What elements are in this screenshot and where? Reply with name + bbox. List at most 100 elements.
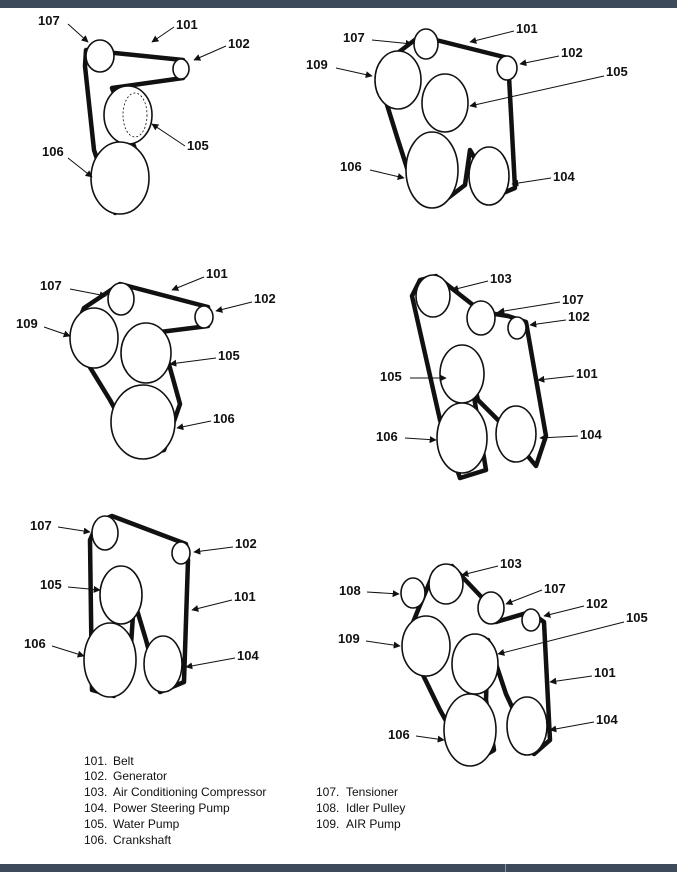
label-106: 106	[388, 727, 410, 742]
label-102: 102	[561, 45, 583, 60]
leader-102: 102	[529, 309, 590, 328]
label-105: 105	[380, 369, 402, 384]
leader-106: 106	[176, 411, 235, 431]
legend-text: Crankshaft	[113, 833, 172, 847]
label-102: 102	[235, 536, 257, 551]
leader-106: 106	[376, 429, 437, 444]
pulley-104	[143, 635, 183, 693]
pulley-106	[443, 693, 497, 767]
leader-105: 105	[169, 348, 240, 367]
leader-101: 101	[151, 17, 198, 43]
label-104: 104	[553, 169, 575, 184]
label-104: 104	[580, 427, 602, 442]
pulley-102	[194, 305, 214, 329]
pulley-106	[405, 131, 459, 209]
leader-101: 101	[191, 589, 256, 612]
leader-107: 107	[343, 30, 413, 47]
pulley-104	[506, 696, 548, 756]
legend-right-column: 107. Tensioner 108. Idler Pulley 109. AI…	[316, 785, 405, 831]
leader-106: 106	[42, 144, 93, 178]
pulley-102	[507, 316, 527, 340]
legend-text: Tensioner	[346, 785, 398, 799]
label-101: 101	[576, 366, 598, 381]
label-105: 105	[626, 610, 648, 625]
pulley-106	[90, 141, 150, 215]
pulley-106	[83, 622, 137, 698]
pulley-104	[468, 146, 510, 206]
leader-105: 105	[469, 64, 628, 109]
label-108: 108	[339, 583, 361, 598]
legend-num: 106.	[84, 833, 107, 847]
pulley-107	[91, 515, 119, 551]
panel-2: 107 101 109 102 105 106 104	[306, 21, 628, 209]
leader-101: 101	[537, 366, 598, 383]
label-107: 107	[30, 518, 52, 533]
leader-105: 105	[40, 577, 101, 593]
leader-107: 107	[497, 292, 584, 315]
pulley-109	[401, 615, 451, 677]
pulley-109	[69, 307, 119, 369]
leader-106: 106	[24, 636, 85, 658]
pulley-103	[428, 563, 464, 605]
leader-107: 107	[30, 518, 91, 535]
belt	[69, 281, 211, 458]
label-104: 104	[237, 648, 259, 663]
legend-num: 104.	[84, 801, 107, 815]
legend-num: 109.	[316, 817, 339, 831]
leader-102: 102	[193, 536, 257, 555]
legend-text: Air Conditioning Compressor	[113, 785, 266, 799]
pulley-105	[99, 565, 143, 625]
panel-6: 103 108 107 102 105 109 101 106 104	[338, 556, 648, 767]
legend: 101. Belt 102. Generator 103. Air Condit…	[84, 754, 405, 847]
pulley-105	[439, 344, 485, 404]
leader-104: 104	[511, 169, 575, 187]
label-105: 105	[606, 64, 628, 79]
label-109: 109	[338, 631, 360, 646]
leader-105: 105	[151, 123, 209, 153]
bottom-frame-bar	[0, 864, 677, 872]
label-106: 106	[213, 411, 235, 426]
leader-102: 102	[193, 36, 250, 61]
label-109: 109	[306, 57, 328, 72]
leader-101: 101	[171, 266, 228, 291]
pulley-106	[436, 402, 488, 474]
top-frame-bar	[0, 0, 677, 8]
label-107: 107	[40, 278, 62, 293]
legend-text: AIR Pump	[346, 817, 401, 831]
pulley-104	[495, 405, 537, 463]
pulley-107	[107, 282, 135, 316]
leader-109: 109	[16, 316, 71, 338]
legend-num: 103.	[84, 785, 107, 799]
pulley-107	[466, 300, 496, 336]
label-102: 102	[568, 309, 590, 324]
legend-text: Power Steering Pump	[113, 801, 230, 815]
leader-107: 107	[505, 581, 566, 605]
legend-num: 107.	[316, 785, 339, 799]
legend-num: 101.	[84, 754, 107, 768]
label-104: 104	[596, 712, 618, 727]
label-102: 102	[586, 596, 608, 611]
leader-102: 102	[543, 596, 608, 618]
legend-num: 105.	[84, 817, 107, 831]
pulley-105	[120, 322, 172, 384]
panel-5: 107 102 105 101 106 104	[24, 513, 259, 699]
label-106: 106	[376, 429, 398, 444]
leader-102: 102	[215, 291, 276, 313]
pulley-107	[477, 591, 505, 625]
panel-4: 103 107 102 101 105 106 104	[376, 271, 602, 481]
leader-105: 105	[497, 610, 648, 656]
label-107: 107	[343, 30, 365, 45]
hub	[122, 92, 148, 138]
label-105: 105	[187, 138, 209, 153]
label-105: 105	[218, 348, 240, 363]
leader-101: 101	[469, 21, 538, 44]
leader-105: 105	[380, 369, 447, 384]
pulley-109	[374, 50, 422, 110]
legend-text: Water Pump	[113, 817, 180, 831]
legend-num: 108.	[316, 801, 339, 815]
panel-3: 107 101 109 102 105 106	[16, 266, 276, 460]
label-101: 101	[234, 589, 256, 604]
label-106: 106	[24, 636, 46, 651]
label-107: 107	[38, 13, 60, 28]
label-103: 103	[500, 556, 522, 571]
